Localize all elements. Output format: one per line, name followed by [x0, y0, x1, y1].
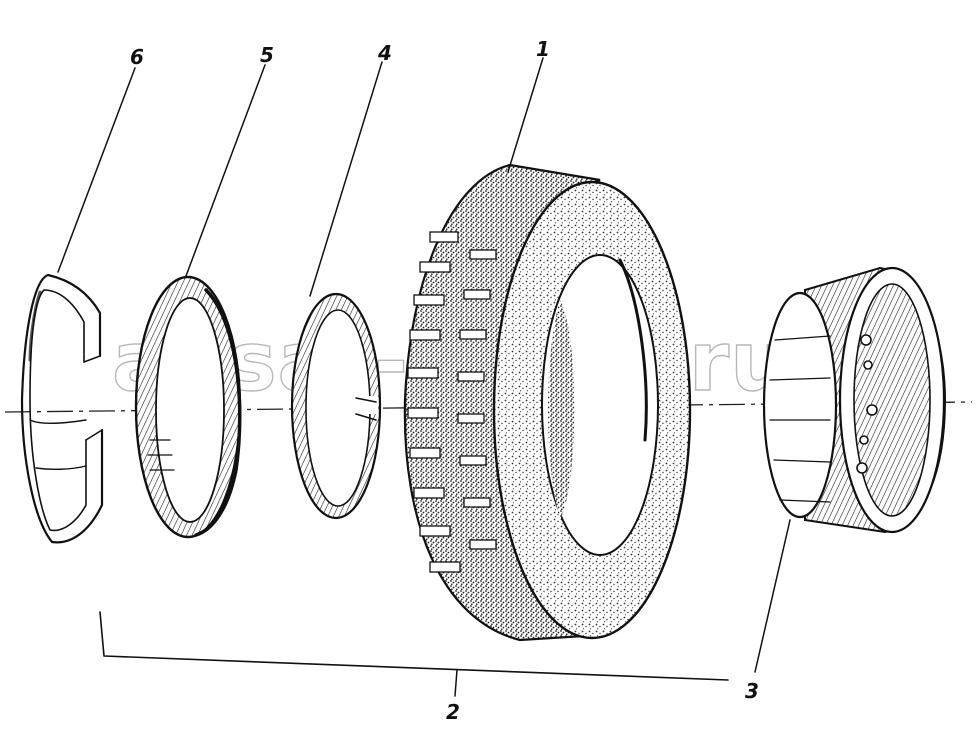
leader-4: [309, 61, 383, 297]
tyre-bore: [541, 254, 659, 556]
rim-bolt-holes: [856, 334, 878, 474]
callout-label-2: 2: [446, 700, 460, 724]
part-4-retaining-ring: [290, 292, 382, 520]
callout-label-5: 5: [260, 43, 274, 67]
leader-3: [754, 519, 791, 673]
rim-slots: [769, 335, 831, 503]
callout-label-1: 1: [536, 37, 550, 61]
bracket-2: [99, 611, 729, 681]
leader-6: [57, 67, 136, 273]
leader-2: [454, 669, 458, 697]
rim-inner-face: [762, 291, 838, 519]
leader-5: [185, 64, 266, 277]
leader-1: [507, 57, 544, 173]
part-3-rim: [762, 266, 947, 534]
part-1-tyre: [403, 163, 692, 642]
part-6-lock-ring: [20, 273, 104, 544]
callout-label-4: 4: [377, 41, 392, 65]
callout-label-6: 6: [130, 45, 144, 69]
callout-label-3: 3: [745, 679, 759, 703]
part-5-side-ring: [134, 275, 242, 539]
leader-lines: [57, 57, 791, 673]
tyre-tread-lugs: [407, 231, 497, 573]
